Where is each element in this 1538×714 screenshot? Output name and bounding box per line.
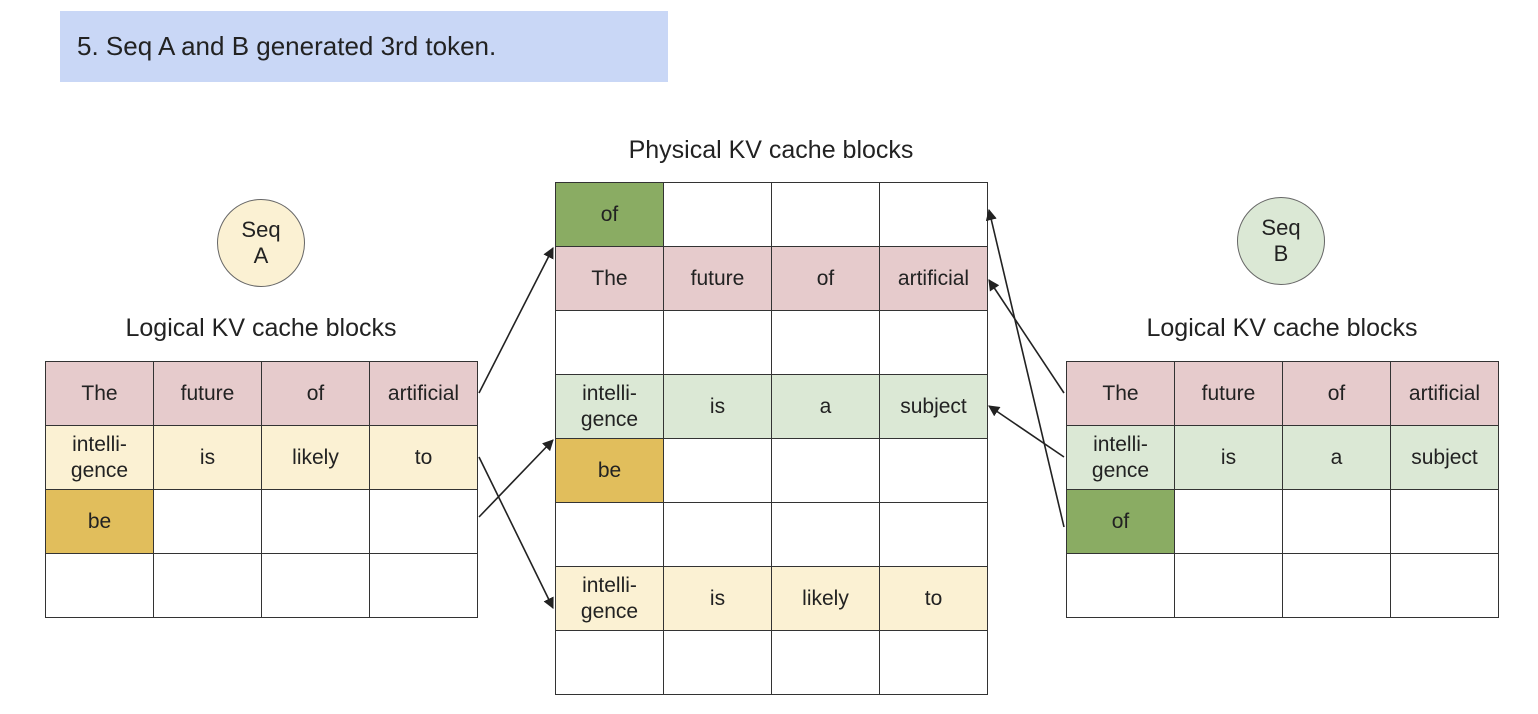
empty-slot	[1390, 489, 1499, 554]
seq-b-logical-title: Logical KV cache blocks	[1146, 314, 1418, 342]
token-slot: is	[153, 425, 262, 490]
empty-slot	[879, 502, 988, 567]
token-slot: subject	[879, 374, 988, 439]
empty-slot	[771, 310, 880, 375]
empty-slot	[369, 553, 478, 618]
empty-slot	[879, 310, 988, 375]
empty-slot	[663, 630, 772, 695]
empty-slot	[261, 553, 370, 618]
empty-slot	[555, 502, 664, 567]
token-slot: a	[771, 374, 880, 439]
empty-slot	[1390, 553, 1499, 618]
empty-slot	[369, 489, 478, 554]
empty-slot	[663, 182, 772, 247]
kv-block-row: of	[555, 182, 988, 247]
token-slot: future	[153, 361, 262, 426]
kv-block-row	[1066, 553, 1499, 618]
empty-slot	[153, 553, 262, 618]
token-slot: The	[45, 361, 154, 426]
token-slot: artificial	[1390, 361, 1499, 426]
kv-block-row	[555, 310, 988, 375]
kv-block-row	[555, 502, 988, 567]
empty-slot	[663, 310, 772, 375]
empty-slot	[663, 502, 772, 567]
seq-a-circle: Seq A	[217, 199, 305, 287]
physical-blocks-title: Physical KV cache blocks	[628, 136, 914, 164]
step-banner: 5. Seq A and B generated 3rd token.	[60, 11, 668, 82]
token-slot: intelli- gence	[1066, 425, 1175, 490]
seq-b-mapping-arrow	[988, 405, 1065, 458]
step-banner-text: 5. Seq A and B generated 3rd token.	[77, 31, 497, 61]
empty-slot	[771, 182, 880, 247]
token-slot: of	[771, 246, 880, 311]
kv-block-row: of	[1066, 489, 1499, 554]
token-slot: of	[1282, 361, 1391, 426]
token-slot: is	[663, 566, 772, 631]
seq-a-label: Seq A	[241, 217, 281, 268]
empty-slot	[45, 553, 154, 618]
token-slot: be	[45, 489, 154, 554]
token-slot: is	[1174, 425, 1283, 490]
empty-slot	[1282, 553, 1391, 618]
kv-block-row	[45, 553, 478, 618]
empty-slot	[153, 489, 262, 554]
kv-block-row: be	[555, 438, 988, 503]
empty-slot	[1174, 489, 1283, 554]
token-slot: of	[1066, 489, 1175, 554]
token-slot: artificial	[369, 361, 478, 426]
token-slot: to	[879, 566, 988, 631]
seq-a-mapping-arrow	[478, 247, 554, 394]
empty-slot	[555, 310, 664, 375]
token-slot: The	[555, 246, 664, 311]
token-slot: future	[1174, 361, 1283, 426]
token-slot: to	[369, 425, 478, 490]
empty-slot	[1174, 553, 1283, 618]
seq-a-mapping-arrow	[478, 439, 554, 518]
seq-a-logical-title: Logical KV cache blocks	[125, 314, 397, 342]
empty-slot	[1066, 553, 1175, 618]
seq-b-label: Seq B	[1261, 215, 1301, 266]
seq-a-mapping-arrow	[478, 456, 554, 610]
seq-b-mapping-arrow	[988, 279, 1065, 394]
token-slot: of	[555, 182, 664, 247]
token-slot: intelli- gence	[45, 425, 154, 490]
token-slot: likely	[771, 566, 880, 631]
empty-slot	[771, 438, 880, 503]
token-slot: be	[555, 438, 664, 503]
empty-slot	[879, 630, 988, 695]
token-slot: of	[261, 361, 370, 426]
empty-slot	[771, 630, 880, 695]
empty-slot	[555, 630, 664, 695]
kv-block-row	[555, 630, 988, 695]
empty-slot	[879, 438, 988, 503]
token-slot: intelli- gence	[555, 566, 664, 631]
seq-b-circle: Seq B	[1237, 197, 1325, 285]
seq-b-mapping-arrow	[985, 208, 1065, 528]
token-slot: intelli- gence	[555, 374, 664, 439]
empty-slot	[1282, 489, 1391, 554]
token-slot: a	[1282, 425, 1391, 490]
empty-slot	[663, 438, 772, 503]
token-slot: subject	[1390, 425, 1499, 490]
kv-block-row: be	[45, 489, 478, 554]
